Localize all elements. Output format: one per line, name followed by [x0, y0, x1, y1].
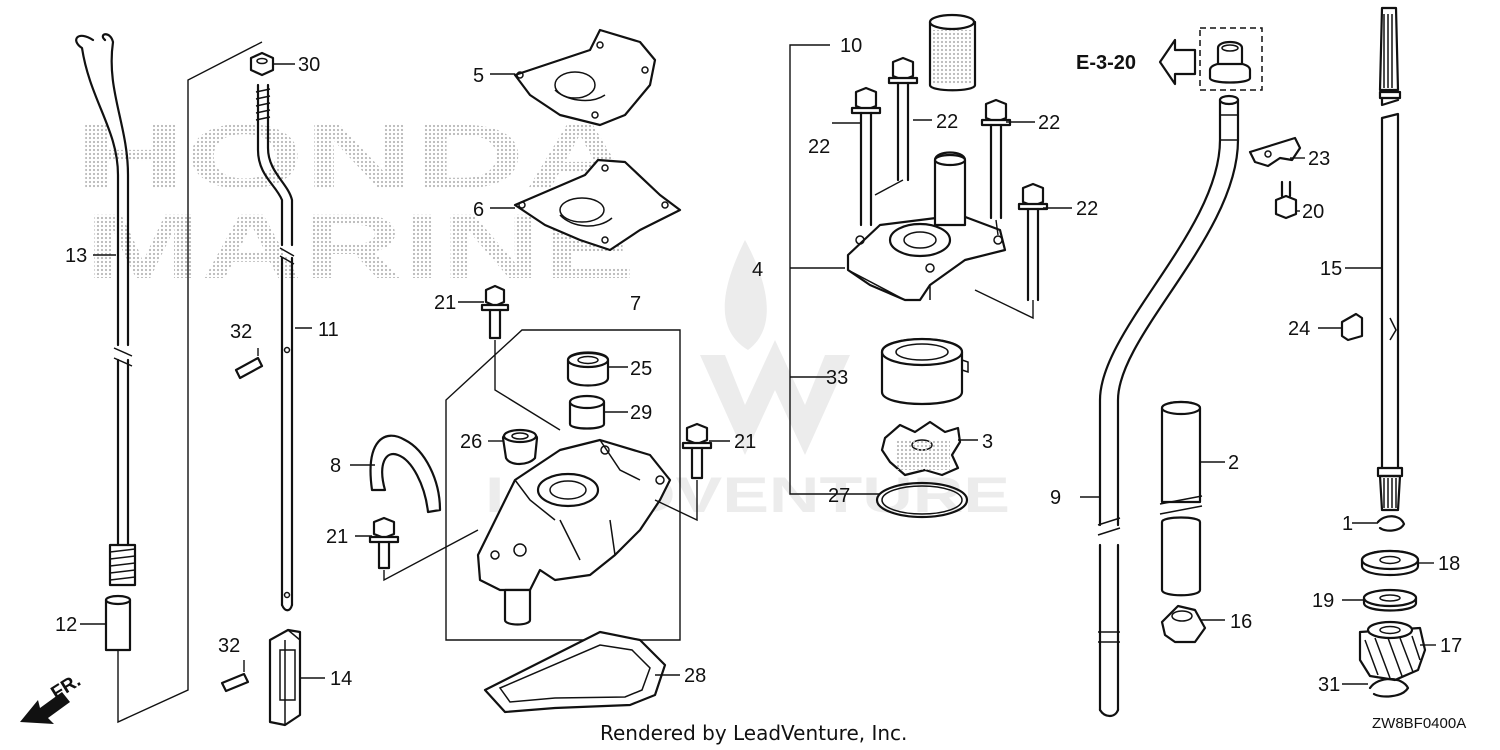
- washer-19: [1362, 588, 1418, 612]
- callout-8: 8: [330, 455, 341, 477]
- pin-32-lower: [220, 672, 250, 693]
- diagram-code: ZW8BF0400A: [1372, 715, 1466, 732]
- bearing-25: [566, 351, 610, 387]
- reference-label: E-3-20: [1076, 52, 1136, 74]
- tube-10: [928, 13, 977, 92]
- impeller-3: [880, 420, 962, 477]
- bolt-21-upper: [480, 284, 510, 340]
- water-tube-9: [1097, 94, 1240, 718]
- circlip-1: [1376, 515, 1406, 532]
- seal-2: [1159, 400, 1203, 597]
- grommet-8: [369, 434, 442, 514]
- nut-16: [1160, 604, 1207, 644]
- callout-26: 26: [460, 431, 482, 453]
- callout-19: 19: [1312, 590, 1334, 612]
- callout-30: 30: [298, 54, 320, 76]
- callout-15: 15: [1320, 258, 1342, 280]
- seal-26: [501, 428, 539, 466]
- bolt-21-lower: [368, 516, 400, 570]
- callout-1: 1: [1342, 513, 1353, 535]
- gear-17: [1358, 620, 1427, 682]
- callout-21-lower: 21: [326, 526, 348, 548]
- bolt-22-left: [850, 86, 882, 227]
- bolt-21-middle: [681, 422, 713, 480]
- nut-30: [249, 51, 275, 77]
- callout-9: 9: [1050, 487, 1061, 509]
- leader-lines: [80, 63, 1436, 685]
- callout-32-upper: 32: [230, 321, 252, 343]
- callout-7: 7: [630, 293, 641, 315]
- callout-31: 31: [1318, 674, 1340, 696]
- plate-23: [1248, 136, 1302, 168]
- bushing-29: [568, 394, 606, 430]
- callout-25: 25: [630, 358, 652, 380]
- callout-10: 10: [840, 35, 862, 57]
- callout-4: 4: [752, 259, 763, 281]
- callout-14: 14: [330, 668, 352, 690]
- rod-11: [255, 83, 295, 612]
- callout-2: 2: [1228, 452, 1239, 474]
- callout-16: 16: [1230, 611, 1252, 633]
- callout-17: 17: [1440, 635, 1462, 657]
- callout-13: 13: [65, 245, 87, 267]
- grommet-ref: [1208, 40, 1252, 84]
- callout-29: 29: [630, 402, 652, 424]
- callout-3: 3: [982, 431, 993, 453]
- callout-22-right: 22: [1038, 112, 1060, 134]
- callout-labels: 1 2 3 4 5 6 7 8 9 10 11 12 13 14 15 16 1…: [55, 35, 1462, 696]
- watermark-line1: HONDA: [75, 106, 635, 208]
- reference-box: [1199, 27, 1263, 91]
- gasket-5: [513, 28, 657, 127]
- callout-21-middle: 21: [734, 431, 756, 453]
- gasket-28: [483, 630, 667, 714]
- callout-23: 23: [1308, 148, 1330, 170]
- frame-11: [117, 41, 263, 724]
- shaft-15: [1376, 6, 1404, 512]
- washer-18: [1360, 549, 1420, 576]
- callout-20: 20: [1302, 201, 1324, 223]
- group-4-frame: [789, 44, 880, 495]
- callout-27: 27: [828, 485, 850, 507]
- callout-6: 6: [473, 199, 484, 221]
- bolt-20: [1274, 180, 1298, 220]
- oring-27: [875, 481, 969, 519]
- group-7-frame: [445, 329, 681, 641]
- callout-18: 18: [1438, 553, 1460, 575]
- credit-text: Rendered by LeadVenture, Inc.: [600, 721, 907, 745]
- bracket-14: [268, 628, 302, 727]
- front-arrow-icon: [20, 692, 70, 724]
- callout-22-far: 22: [1076, 198, 1098, 220]
- bolt-22-far: [1017, 182, 1049, 302]
- liner-33: [880, 337, 969, 406]
- callout-21-upper: 21: [434, 292, 456, 314]
- sleeve-12: [104, 594, 132, 652]
- pump-housing-4: [846, 151, 1007, 302]
- gasket-6: [513, 158, 682, 252]
- circlip-31: [1368, 677, 1410, 698]
- callout-33: 33: [826, 367, 848, 389]
- callout-22-center: 22: [936, 111, 958, 133]
- clip-24: [1340, 312, 1364, 342]
- callout-11: 11: [318, 319, 339, 341]
- bolt-22-right: [980, 98, 1012, 220]
- callout-32-lower: 32: [218, 635, 240, 657]
- rod-13: [75, 33, 137, 587]
- reference-arrow: [1158, 38, 1197, 86]
- callout-5: 5: [473, 65, 484, 87]
- callout-28: 28: [684, 665, 706, 687]
- pump-case: [476, 438, 672, 626]
- callout-12: 12: [55, 614, 77, 636]
- bolt-22-center: [887, 56, 919, 182]
- callout-22-left: 22: [808, 136, 830, 158]
- callout-24: 24: [1288, 318, 1310, 340]
- pin-32-upper: [234, 356, 264, 380]
